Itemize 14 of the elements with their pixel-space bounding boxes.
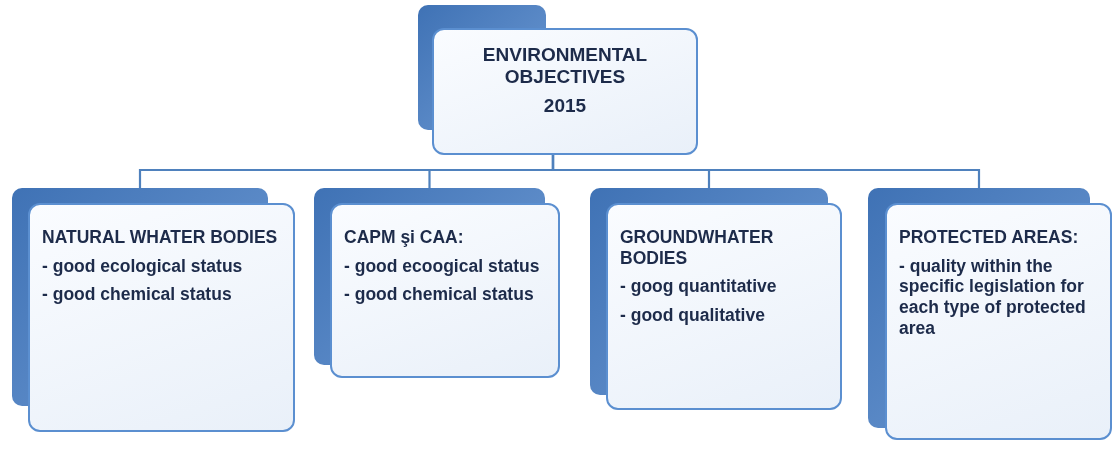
- box-heading: CAPM şi CAA:: [344, 227, 464, 248]
- box-text: - quality within the specific legislation for each type of protected area: [899, 255, 1087, 339]
- box-text: - goog quantitative: [620, 276, 777, 297]
- box-heading: PROTECTED AREAS:: [899, 227, 1079, 248]
- box-text: - good ecological status: [42, 255, 243, 277]
- box-text: 2015: [543, 94, 587, 118]
- box-heading: NATURAL WHATER BODIES: [42, 227, 278, 248]
- box-heading: ENVIRONMENTAL OBJECTIVES: [481, 44, 649, 89]
- connector-line: [551, 155, 981, 188]
- box-text: - good qualitative: [620, 304, 765, 326]
- box-text: - good chemical status: [42, 284, 232, 305]
- box-text: - good chemical status: [344, 284, 534, 305]
- box-text: - good ecoogical status: [344, 255, 540, 277]
- box-heading: GROUNDWHATER BODIES: [620, 227, 775, 269]
